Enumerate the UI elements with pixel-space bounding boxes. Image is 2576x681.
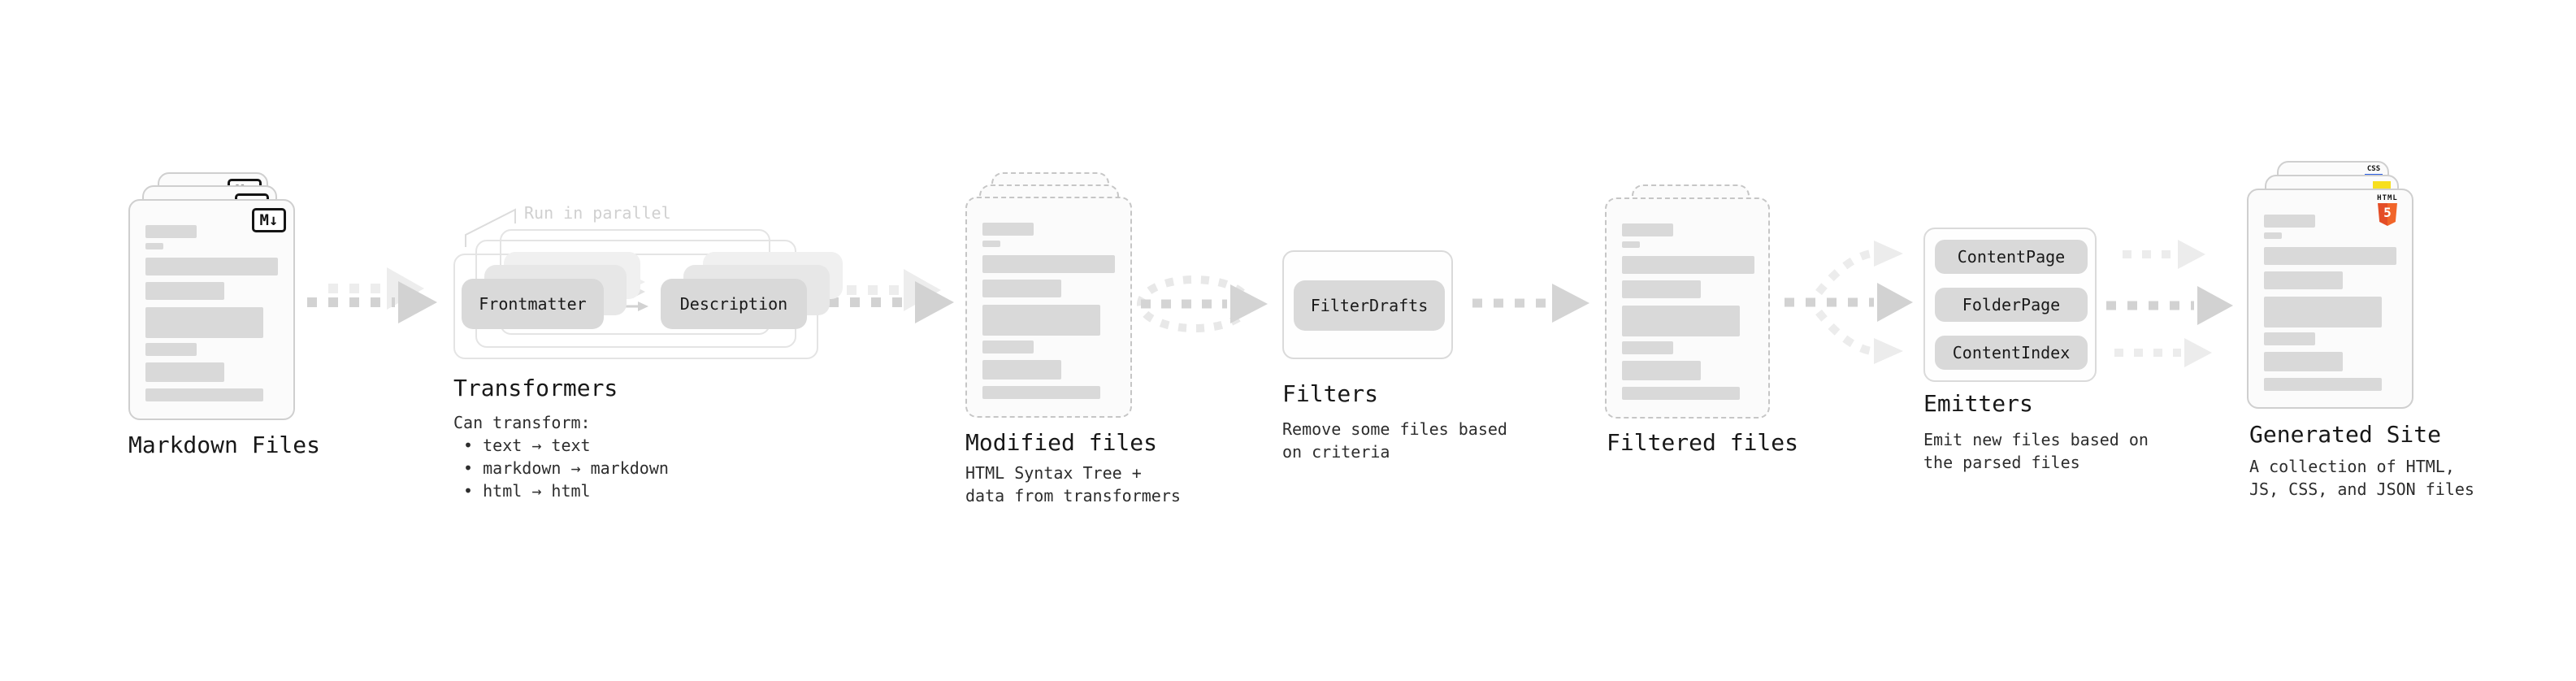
arrow-markdown-to-transformers [307, 267, 437, 323]
placeholder-text-bar [1622, 306, 1740, 336]
generated-file-html: HTML 5 [2247, 189, 2413, 409]
transformers-label: Transformers [453, 375, 618, 401]
contentpage-pill: ContentPage [1935, 240, 2088, 274]
markdown-files-label: Markdown Files [128, 432, 321, 458]
frontmatter-pill: Frontmatter [462, 279, 604, 329]
generated-site-description: A collection of HTML, JS, CSS, and JSON … [2249, 457, 2474, 499]
placeholder-text-bar [982, 360, 1061, 380]
placeholder-text-bar [1622, 223, 1673, 236]
placeholder-text-bar [1622, 341, 1673, 354]
placeholder-text-bar [982, 386, 1100, 399]
placeholder-text-bar [145, 388, 263, 401]
markdown-file-front: M↓ [128, 199, 295, 420]
placeholder-text-bar [982, 255, 1115, 273]
placeholder-text-bar [982, 305, 1100, 336]
placeholder-text-bar [145, 362, 224, 382]
arrow-filtered-to-emitters-diverge [1785, 241, 1913, 364]
placeholder-text-bar [2264, 332, 2315, 345]
run-in-parallel-callout-line [465, 208, 516, 247]
folderpage-pill: FolderPage [1935, 288, 2088, 322]
placeholder-text-bar [145, 243, 163, 249]
placeholder-text-bar [1622, 387, 1740, 400]
placeholder-text-bar [1622, 256, 1754, 274]
filters-description: Remove some files based on criteria [1282, 419, 1507, 462]
filtered-files-label: Filtered files [1607, 429, 1799, 456]
arrow-modified-to-filters-merge [1137, 275, 1268, 332]
placeholder-text-bar [145, 282, 224, 300]
placeholder-text-bar [145, 225, 197, 238]
placeholder-text-bar [145, 307, 263, 338]
css-icon-text: CSS [2366, 165, 2381, 173]
placeholder-text-bar [2264, 352, 2343, 371]
filterdrafts-pill: FilterDrafts [1294, 280, 1445, 331]
placeholder-text-bar [2264, 215, 2315, 228]
emitters-description: Emit new files based on the parsed files [1923, 430, 2149, 472]
placeholder-text-bar [982, 223, 1034, 236]
markdown-icon: M↓ [252, 208, 286, 232]
arrow-filters-to-filtered [1472, 284, 1589, 323]
placeholder-text-bar [2264, 378, 2382, 391]
placeholder-text-bar [982, 241, 1000, 247]
placeholder-text-bar [982, 340, 1034, 354]
placeholder-text-bar [1622, 241, 1640, 248]
generated-site-label: Generated Site [2249, 421, 2442, 448]
arrow-emitters-to-generated-triple [2106, 240, 2233, 367]
modified-files-label: Modified files [965, 429, 1158, 456]
emitters-label: Emitters [1923, 390, 2033, 417]
description-pill: Description [661, 279, 807, 329]
run-in-parallel-note: Run in parallel [524, 203, 671, 223]
html5-icon: HTML 5 [2371, 194, 2404, 226]
arrow-transformers-to-modified [829, 269, 954, 323]
modified-file-front [965, 197, 1132, 418]
placeholder-text-bar [2264, 271, 2343, 289]
html5-icon-text: HTML [2377, 194, 2398, 202]
filters-box: FilterDrafts [1282, 250, 1453, 359]
placeholder-text-bar [2264, 247, 2396, 265]
placeholder-text-bar [145, 258, 278, 275]
html5-shield-number: 5 [2383, 205, 2392, 220]
placeholder-text-bar [2264, 297, 2382, 327]
transformers-description: Can transform: • text → text • markdown … [453, 413, 669, 501]
placeholder-text-bar [1622, 280, 1701, 298]
filtered-file-front [1605, 197, 1770, 419]
html5-shield: 5 [2378, 203, 2397, 226]
emitters-box: ContentPage FolderPage ContentIndex [1923, 228, 2097, 382]
placeholder-text-bar [145, 343, 197, 356]
placeholder-text-bar [982, 280, 1061, 297]
filters-label: Filters [1282, 380, 1379, 407]
placeholder-text-bar [1622, 361, 1701, 380]
contentindex-pill: ContentIndex [1935, 336, 2088, 370]
modified-files-description: HTML Syntax Tree + data from transformer… [965, 463, 1181, 505]
placeholder-text-bar [2264, 232, 2282, 239]
